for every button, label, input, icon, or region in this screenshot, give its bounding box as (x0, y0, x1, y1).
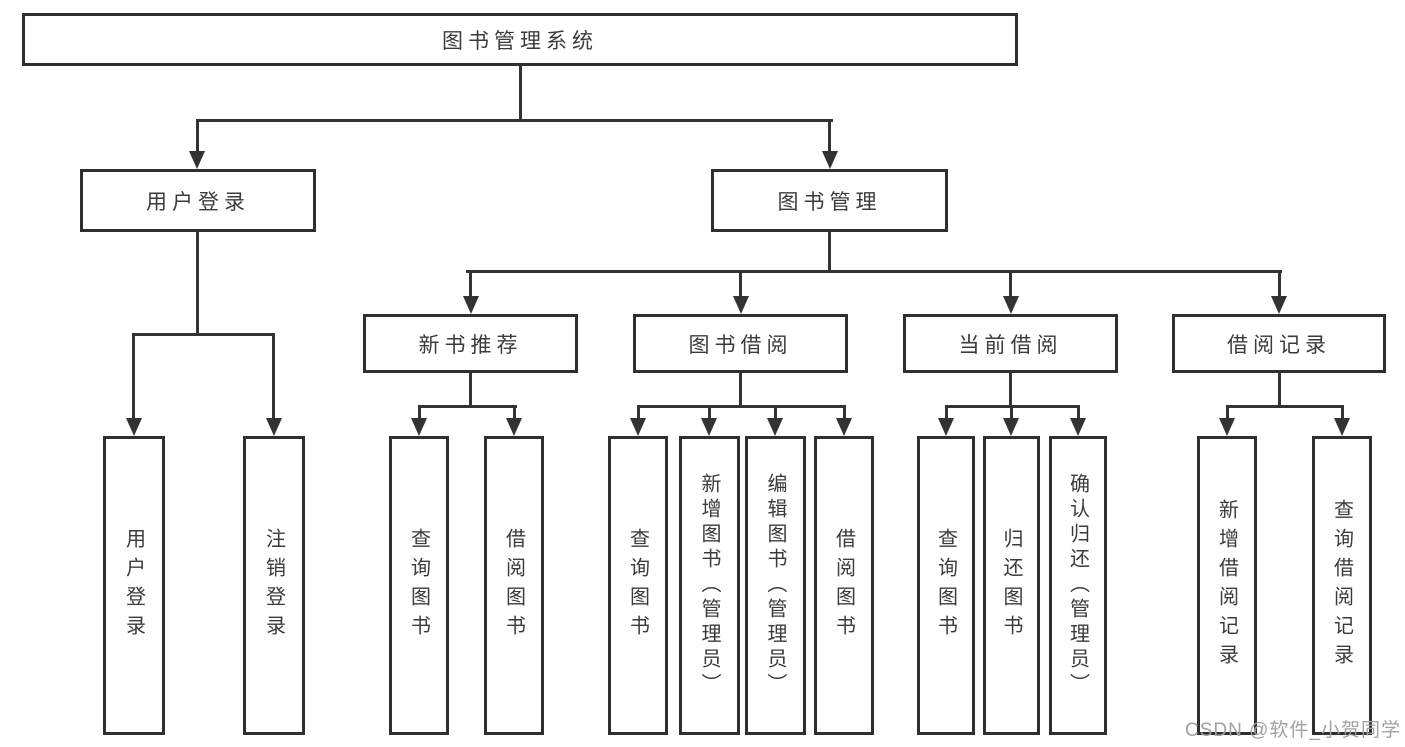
arrowhead-down-icon (506, 418, 522, 436)
arrowhead-down-icon (126, 418, 142, 436)
connector-vline (828, 232, 831, 273)
connector-vline (196, 232, 199, 335)
leaf-label: 新增借阅记录 (1215, 498, 1238, 673)
connector-hline (196, 119, 833, 122)
connector-vline (519, 66, 522, 121)
connector-vline (945, 405, 948, 420)
connector-vline (1009, 270, 1012, 298)
node-new-book-recommend: 新书推荐 (363, 314, 578, 373)
leaf-label: 借阅图书 (502, 527, 525, 644)
connector-vline (1077, 405, 1080, 420)
leaf-label: 编辑图书（管理员） (764, 473, 786, 698)
connector-vline (739, 373, 742, 408)
arrowhead-down-icon (630, 418, 646, 436)
node-root: 图书管理系统 (22, 13, 1018, 66)
connector-vline (469, 373, 472, 408)
arrowhead-down-icon (1271, 296, 1287, 314)
node-borrow-records: 借阅记录 (1172, 314, 1386, 373)
connector-vline (739, 270, 742, 298)
connector-vline (272, 333, 275, 420)
node-book-management: 图书管理 (711, 169, 948, 232)
leaf-label: 用户登录 (122, 527, 145, 644)
connector-vline (1278, 270, 1281, 298)
leaf-label: 查询借阅记录 (1330, 498, 1353, 673)
node-current-borrowing: 当前借阅 (903, 314, 1118, 373)
leaf-query-borrow-record: 查询借阅记录 (1312, 436, 1372, 735)
connector-vline (1278, 373, 1281, 408)
connector-vline (1226, 405, 1229, 420)
leaf-edit-books-admin: 编辑图书（管理员） (745, 436, 806, 735)
connector-vline (1009, 373, 1012, 408)
leaf-query-books-borrowing: 查询图书 (608, 436, 668, 735)
arrowhead-down-icon (189, 151, 205, 169)
leaf-label: 查询图书 (626, 527, 649, 644)
leaf-label: 新增图书（管理员） (698, 473, 720, 698)
leaf-confirm-return-admin: 确认归还（管理员） (1049, 436, 1107, 735)
arrowhead-down-icon (701, 418, 717, 436)
connector-vline (637, 405, 640, 420)
watermark: CSDN @软件_小贺同学 (1185, 720, 1401, 741)
connector-hline (418, 405, 517, 408)
leaf-borrow-books-borrowing: 借阅图书 (814, 436, 874, 735)
arrowhead-down-icon (1003, 296, 1019, 314)
connector-vline (774, 405, 777, 420)
connector-vline (1341, 405, 1344, 420)
connector-vline (513, 405, 516, 420)
arrowhead-down-icon (1003, 418, 1019, 436)
connector-vline (828, 119, 831, 155)
connector-vline (1010, 405, 1013, 420)
arrowhead-down-icon (463, 296, 479, 314)
leaf-logout: 注销登录 (243, 436, 305, 735)
arrowhead-down-icon (938, 418, 954, 436)
leaf-borrow-books-recommend: 借阅图书 (484, 436, 544, 735)
leaf-user-login: 用户登录 (103, 436, 165, 735)
connector-vline (132, 333, 135, 420)
connector-hline (466, 270, 1282, 273)
leaf-label: 查询图书 (934, 527, 957, 644)
leaf-label: 注销登录 (262, 527, 285, 644)
leaf-return-books: 归还图书 (983, 436, 1040, 735)
arrowhead-down-icon (1219, 418, 1235, 436)
connector-hline (637, 405, 846, 408)
leaf-label: 借阅图书 (832, 527, 855, 644)
connector-vline (469, 270, 472, 298)
connector-vline (708, 405, 711, 420)
connector-vline (418, 405, 421, 420)
leaf-query-books-current: 查询图书 (917, 436, 975, 735)
arrowhead-down-icon (1070, 418, 1086, 436)
leaf-query-books-recommend: 查询图书 (389, 436, 449, 735)
leaf-label: 确认归还（管理员） (1066, 473, 1089, 698)
connector-hline (132, 333, 275, 336)
node-book-borrowing: 图书借阅 (633, 314, 848, 373)
arrowhead-down-icon (733, 296, 749, 314)
arrowhead-down-icon (1334, 418, 1350, 436)
leaf-add-books-admin: 新增图书（管理员） (679, 436, 740, 735)
arrowhead-down-icon (411, 418, 427, 436)
leaf-label: 归还图书 (1000, 527, 1022, 644)
arrowhead-down-icon (822, 151, 838, 169)
arrowhead-down-icon (767, 418, 783, 436)
arrowhead-down-icon (836, 418, 852, 436)
node-user-login: 用户登录 (80, 169, 316, 232)
leaf-add-borrow-record: 新增借阅记录 (1197, 436, 1257, 735)
connector-vline (843, 405, 846, 420)
leaf-label: 查询图书 (407, 527, 430, 644)
connector-vline (196, 119, 199, 155)
arrowhead-down-icon (266, 418, 282, 436)
connector-hline (1226, 405, 1343, 408)
